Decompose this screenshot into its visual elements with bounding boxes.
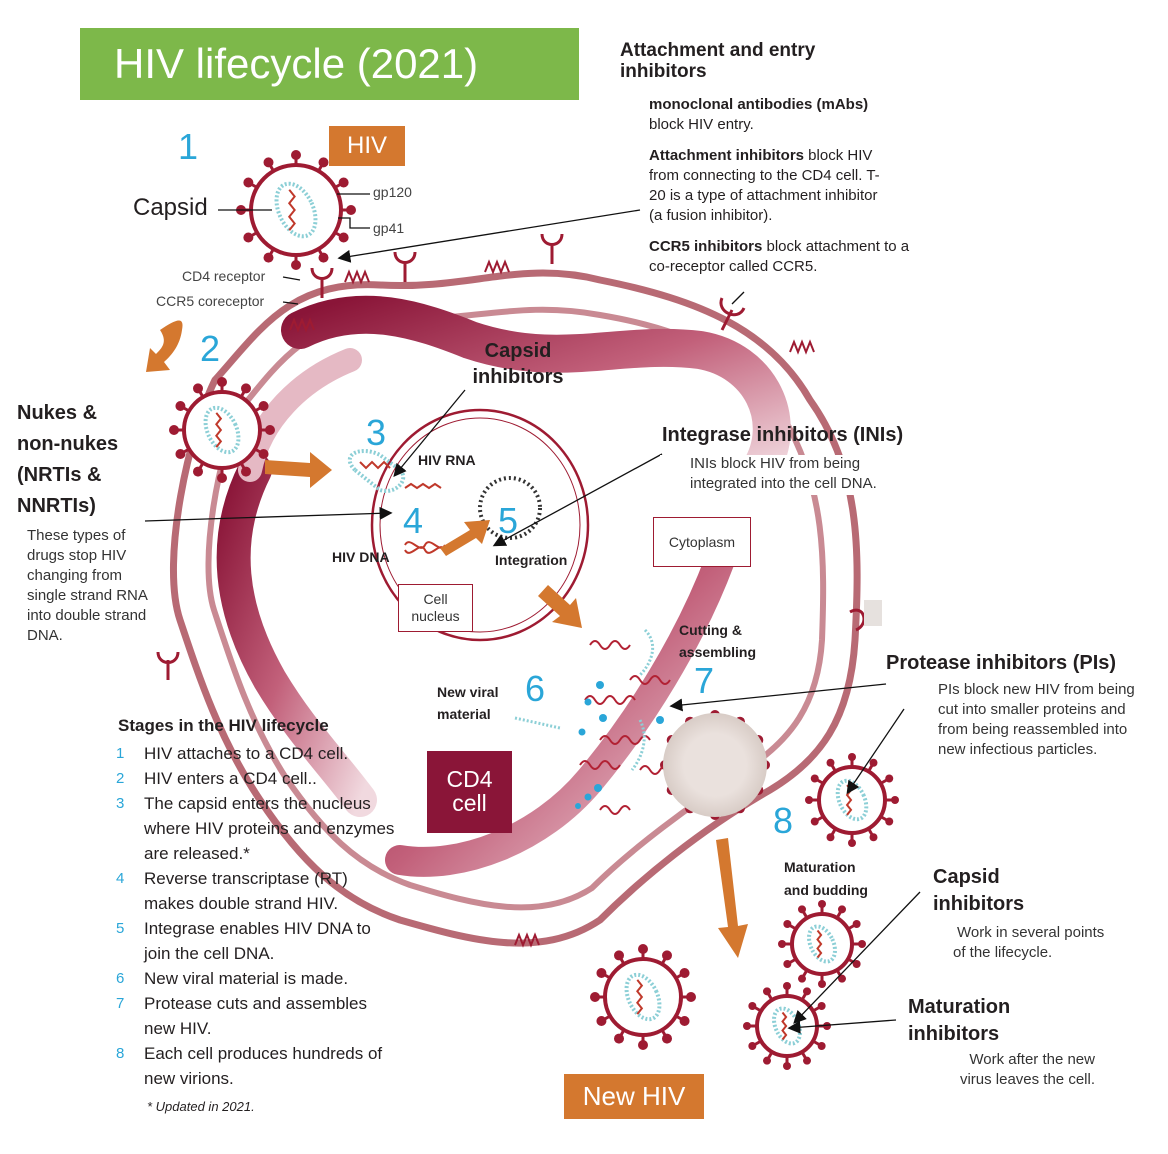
stage-text: HIV attaches to a CD4 cell. <box>144 744 349 763</box>
attachment-inhibitors-text: Attachment inhibitors block HIV from con… <box>649 147 880 224</box>
cytoplasm-box: Cytoplasm <box>653 517 751 567</box>
pointer-lines <box>144 193 921 1034</box>
stage-text: The capsid enters the nucleus where HIV … <box>144 794 395 863</box>
virion-icon <box>778 900 866 988</box>
integrase-backdrop <box>660 455 910 495</box>
maturation-inhibitors-heading: Maturation inhibitors <box>908 996 1011 1045</box>
new-viral-material-label: New viral material <box>437 684 499 722</box>
hiv-rna-label: HIV RNA <box>418 452 476 468</box>
stage-text: Reverse transcriptase (RT) makes double … <box>144 869 348 913</box>
new-hiv-tag: New HIV <box>564 1074 704 1119</box>
virion-icon <box>169 377 275 483</box>
stage-item: 1 HIV attaches to a CD4 cell. <box>116 741 416 766</box>
hiv-dna-label: HIV DNA <box>332 549 390 565</box>
stage-item: 7 Protease cuts and assembles new HIV. <box>116 991 416 1041</box>
virion-icon <box>805 753 899 847</box>
protease-text: PIs block new HIV from being cut into sm… <box>938 681 1135 758</box>
nukes-text: These types of drugs stop HIV changing f… <box>27 527 148 644</box>
stage-text: Protease cuts and assembles new HIV. <box>144 994 368 1038</box>
stage-item: 2 HIV enters a CD4 cell.. <box>116 766 416 791</box>
ccr5-inhibitors-text: CCR5 inhibitors block attachment to a co… <box>649 238 910 275</box>
stage-item: 5 Integrase enables HIV DNA to join the c… <box>116 916 416 966</box>
step-number-5: 5 <box>498 500 519 541</box>
protease-heading: Protease inhibitors (PIs) <box>886 652 1117 674</box>
capsid-inhibitors-top: Capsid inhibitors <box>472 340 564 388</box>
cd4-receptor-label: CD4 receptor <box>182 268 266 284</box>
page-title: HIV lifecycle (2021) <box>80 28 579 100</box>
stages-heading: Stages in the HIV lifecycle <box>118 716 329 735</box>
stage-number: 6 <box>116 970 125 987</box>
capsid-in-cytoplasm <box>347 449 442 493</box>
stage-text: Integrase enables HIV DNA to join the ce… <box>144 919 371 963</box>
budding-membrane <box>663 713 767 817</box>
stage-item: 6 New viral material is made. <box>116 966 416 991</box>
step-number-8: 8 <box>773 800 794 841</box>
stage-item: 8 Each cell produces hundreds of new viri… <box>116 1041 416 1091</box>
stage-text: Each cell produces hundreds of new virio… <box>144 1044 383 1088</box>
gp120-label: gp120 <box>373 184 412 200</box>
step-number-7: 7 <box>694 660 715 701</box>
stage-item: 4 Reverse transcriptase (RT) makes double… <box>116 866 416 916</box>
stage-number: 2 <box>116 770 125 787</box>
step-number-3: 3 <box>366 412 387 453</box>
stage-number: 7 <box>116 995 125 1012</box>
ccr5-coreceptor-label: CCR5 coreceptor <box>156 293 265 309</box>
cell-nucleus-box: Cell nucleus <box>398 584 473 632</box>
step-number-4: 4 <box>403 500 424 541</box>
new-viral-material <box>579 640 671 815</box>
protein-dots <box>575 681 664 809</box>
integrase-text: INIs block HIV from being integrated int… <box>690 455 877 492</box>
hiv-tag: HIV <box>329 126 405 166</box>
integration-label: Integration <box>495 552 568 568</box>
cell-dna-ring <box>478 476 542 540</box>
stage-number: 5 <box>116 920 125 937</box>
attachment-heading: Attachment and entry inhibitors <box>620 40 816 82</box>
stage-number: 8 <box>116 1045 125 1062</box>
cutting-assembling-label: Cutting & assembling <box>679 622 757 660</box>
membrane-fold <box>216 295 791 877</box>
maturation-inhibitors-text: Work after the new virus leaves the cell… <box>959 1051 1095 1088</box>
cd4-cell-box: CD4 cell <box>427 751 512 833</box>
step-number-1: 1 <box>178 126 199 167</box>
integrase-heading: Integrase inhibitors (INIs) <box>662 424 904 446</box>
receptors <box>156 233 882 680</box>
stage-number: 1 <box>116 745 125 762</box>
maturation-budding-label: Maturation and budding <box>784 859 868 898</box>
ccr5-squiggles <box>289 259 815 948</box>
cell-nucleus-shape <box>370 408 590 642</box>
stages-footnote: * Updated in 2021. <box>147 1099 255 1114</box>
stage-text: HIV enters a CD4 cell.. <box>144 769 317 788</box>
capsid-inhibitors-bottom-heading: Capsid inhibitors <box>933 866 1025 915</box>
capsid-chains <box>514 628 655 771</box>
orange-arrows <box>146 320 748 958</box>
virion-icon <box>590 944 696 1050</box>
mabs-text: monoclonal antibodies (mAbs) block HIV e… <box>649 96 869 133</box>
stages-list: 1 HIV attaches to a CD4 cell. 2 HIV enters … <box>116 741 416 1091</box>
stage-number: 4 <box>116 870 125 887</box>
capsid-inhibitors-bottom-text: Work in several points of the lifecycle. <box>953 924 1105 961</box>
nukes-heading: Nukes & non-nukes (NRTIs & NNRTIs) <box>17 402 119 517</box>
step-number-2: 2 <box>200 328 221 369</box>
stage-number: 3 <box>116 795 125 812</box>
step-number-6: 6 <box>525 668 546 709</box>
capsid-label: Capsid <box>133 194 208 221</box>
gp41-label: gp41 <box>373 220 405 236</box>
stage-text: New viral material is made. <box>144 969 349 988</box>
stage-item: 3 The capsid enters the nucleus where HIV… <box>116 791 416 866</box>
hiv-dna-strand <box>404 541 446 554</box>
